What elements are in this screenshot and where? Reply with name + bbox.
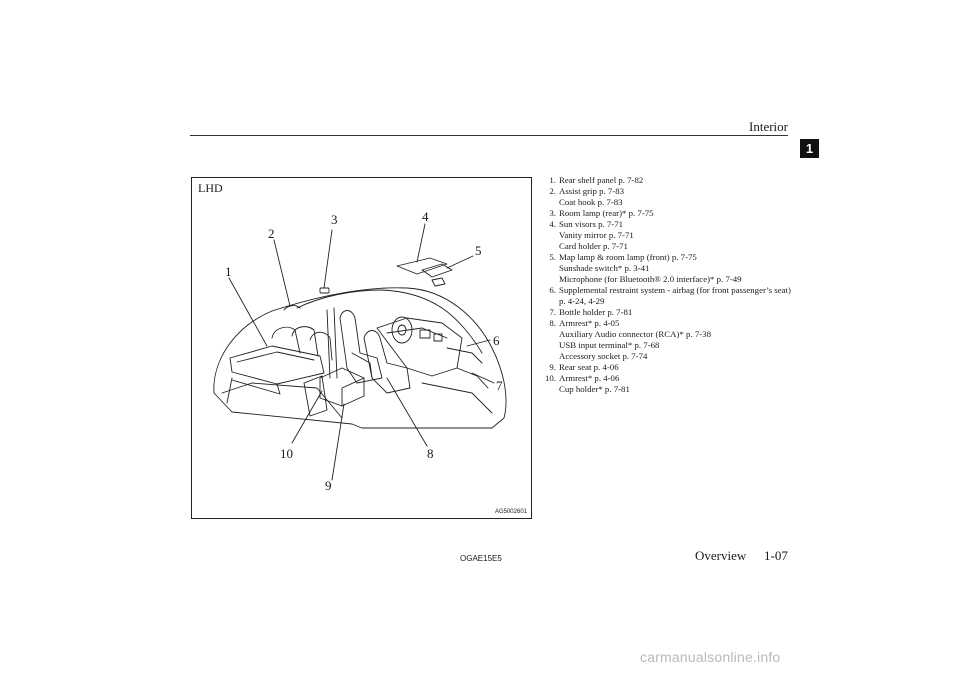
- callout-4: 4: [422, 209, 429, 224]
- item-number: 2.: [549, 186, 556, 196]
- list-item: 5. Map lamp & room lamp (front) p. 7-75 …: [540, 252, 800, 285]
- list-item: 9. Rear seat p. 4-06: [540, 362, 800, 373]
- section-title: Interior: [749, 119, 788, 134]
- list-item: 10. Armrest* p. 4-06 Cup holder* p. 7-81: [540, 373, 800, 395]
- item-number: 8.: [549, 318, 556, 328]
- list-item: 1. Rear shelf panel p. 7-82: [540, 175, 800, 186]
- item-number: 6.: [549, 285, 556, 295]
- item-text: Room lamp (rear)* p. 7-75: [559, 208, 654, 218]
- item-subtext: Card holder p. 7-71: [559, 241, 628, 251]
- item-subtext: p. 4-24, 4-29: [559, 296, 605, 306]
- watermark: carmanualsonline.info: [640, 649, 781, 665]
- item-subtext: Auxiliary Audio connector (RCA)* p. 7-38: [559, 329, 711, 339]
- list-item: 2. Assist grip p. 7-83 Coat hook p. 7-83: [540, 186, 800, 208]
- list-item: 6. Supplemental restraint system - airba…: [540, 285, 800, 307]
- callout-3: 3: [331, 212, 338, 227]
- item-subtext: Microphone (for Bluetooth® 2.0 interface…: [559, 274, 742, 284]
- item-text: Map lamp & room lamp (front) p. 7-75: [559, 252, 697, 262]
- footer-section: Overview: [695, 548, 747, 563]
- item-number: 1.: [549, 175, 556, 185]
- page-number: 1-07: [764, 548, 788, 563]
- callout-1: 1: [225, 264, 232, 279]
- item-text: Supplemental restraint system - airbag (…: [559, 285, 791, 295]
- callout-10: 10: [280, 446, 293, 461]
- chapter-tab: 1: [800, 139, 819, 158]
- item-text: Assist grip p. 7-83: [559, 186, 625, 196]
- list-item: 4. Sun visors p. 7-71 Vanity mirror p. 7…: [540, 219, 800, 252]
- item-text: Rear seat p. 4-06: [559, 362, 619, 372]
- item-number: 10.: [545, 373, 556, 383]
- callout-7: 7: [496, 378, 503, 393]
- item-subtext: USB input terminal* p. 7-68: [559, 340, 660, 350]
- car-interior-illustration: [213, 223, 507, 481]
- item-number: 9.: [549, 362, 556, 372]
- item-subtext: Cup holder* p. 7-81: [559, 384, 630, 394]
- item-text: Armrest* p. 4-06: [559, 373, 620, 383]
- figure-code: AG5002601: [494, 509, 527, 515]
- callout-8: 8: [427, 446, 434, 461]
- item-text: Rear shelf panel p. 7-82: [559, 175, 644, 185]
- parts-list: 1. Rear shelf panel p. 7-82 2. Assist gr…: [540, 175, 800, 395]
- document-code: OGAE15E5: [460, 554, 502, 563]
- list-item: 8. Armrest* p. 4-05 Auxiliary Audio conn…: [540, 318, 800, 362]
- item-subtext: Accessory socket p. 7-74: [559, 351, 648, 361]
- item-number: 5.: [549, 252, 556, 262]
- list-item: 3. Room lamp (rear)* p. 7-75: [540, 208, 800, 219]
- item-subtext: Coat hook p. 7-83: [559, 197, 623, 207]
- item-number: 4.: [549, 219, 556, 229]
- callout-6: 6: [493, 333, 500, 348]
- item-subtext: Vanity mirror p. 7-71: [559, 230, 634, 240]
- item-number: 3.: [549, 208, 556, 218]
- list-item: 7. Bottle holder p. 7-81: [540, 307, 800, 318]
- item-subtext: Sunshade switch* p. 3-41: [559, 263, 650, 273]
- callout-9: 9: [325, 478, 332, 493]
- callout-5: 5: [475, 243, 482, 258]
- item-text: Armrest* p. 4-05: [559, 318, 620, 328]
- callout-2: 2: [268, 226, 275, 241]
- item-text: Sun visors p. 7-71: [559, 219, 624, 229]
- interior-figure: LHD 1 2 3 4 5 6 7 8 9 10 AG5002601: [191, 177, 532, 519]
- item-number: 7.: [549, 307, 556, 317]
- item-text: Bottle holder p. 7-81: [559, 307, 633, 317]
- header-rule: [190, 135, 788, 136]
- variant-label: LHD: [198, 181, 223, 195]
